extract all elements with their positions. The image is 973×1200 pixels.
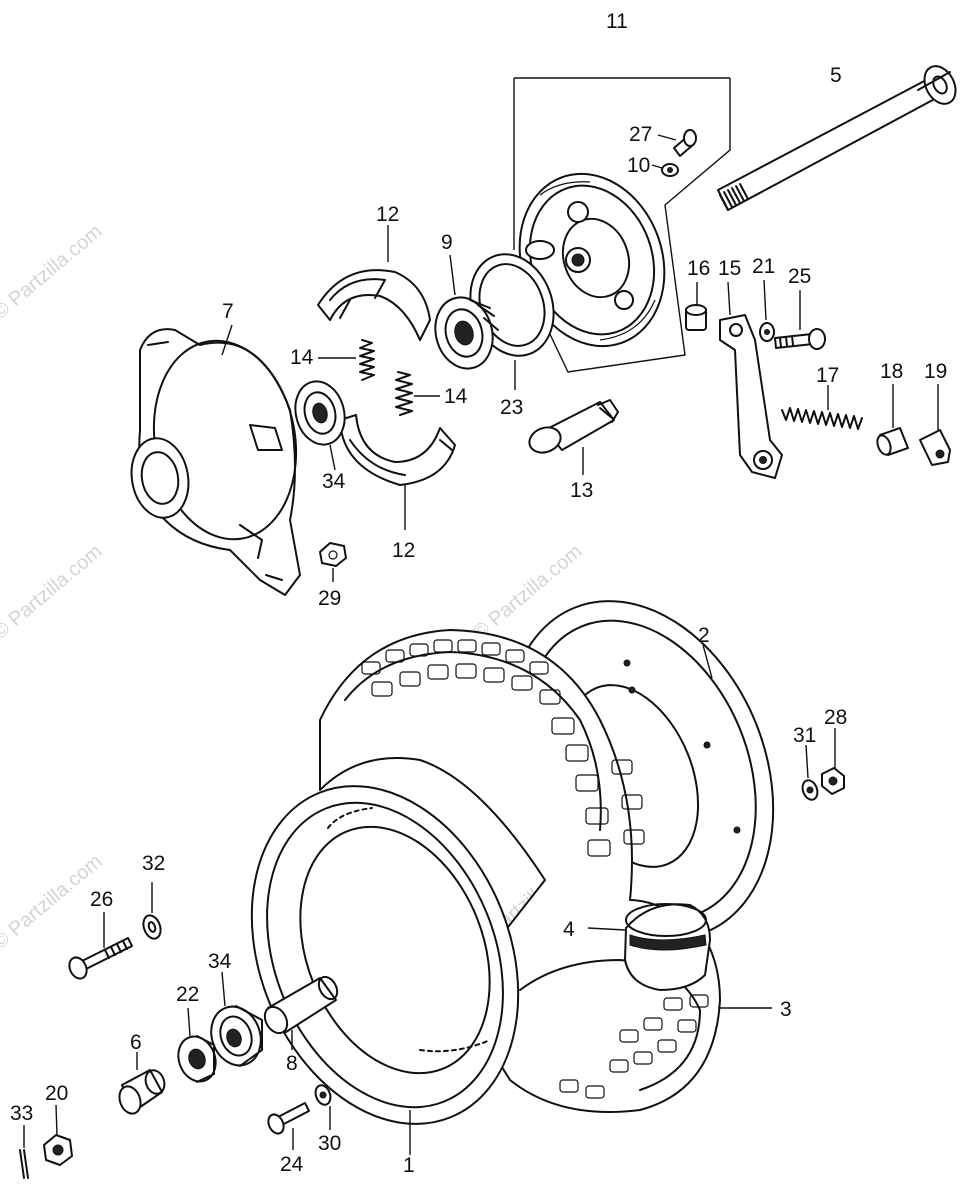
washer-10	[651, 163, 679, 177]
washer-21	[759, 279, 775, 342]
callout-12-upper: 12	[376, 203, 399, 226]
cotter-pin-33	[19, 1125, 29, 1179]
spring-17	[781, 385, 863, 430]
callout-23: 23	[500, 396, 523, 419]
brake-arm-15	[719, 281, 783, 479]
callout-10: 10	[627, 154, 650, 177]
bearing-34-lower	[210, 971, 263, 1067]
bolt-27	[657, 129, 697, 157]
callout-12-lower: 12	[392, 539, 415, 562]
callout-15: 15	[718, 257, 741, 280]
axle-part	[717, 65, 957, 211]
callout-16: 16	[687, 257, 710, 280]
callout-7: 7	[222, 300, 234, 323]
bolt-25	[774, 290, 826, 350]
nut-20	[43, 1104, 73, 1166]
nut-29	[319, 542, 347, 582]
callout-22: 22	[176, 983, 199, 1006]
bearing-34-upper	[294, 380, 346, 471]
bolt-24	[267, 1102, 310, 1150]
callout-32: 32	[142, 852, 165, 875]
watermark: © Partzilla.com	[0, 540, 106, 643]
washer-30	[314, 1084, 332, 1130]
callout-2: 2	[698, 624, 710, 647]
washer-31	[801, 744, 819, 801]
brake-shoe-upper	[317, 225, 431, 341]
tube-4	[587, 903, 711, 991]
tire-3	[319, 629, 772, 1113]
brake-shoe-lower	[339, 414, 456, 530]
bolt-26	[68, 912, 133, 980]
callout-34-upper: 34	[322, 470, 346, 493]
brake-panel-assembly	[513, 77, 731, 373]
callout-4: 4	[563, 918, 575, 941]
callout-26: 26	[90, 888, 113, 911]
callout-24: 24	[280, 1153, 304, 1176]
spring-14-upper	[318, 339, 375, 381]
callout-11: 11	[606, 10, 628, 33]
callout-25: 25	[788, 265, 811, 288]
callout-18: 18	[880, 360, 903, 383]
collar-6	[118, 1052, 166, 1115]
bearing-9	[434, 254, 499, 370]
callout-31: 31	[793, 724, 816, 747]
callout-13: 13	[570, 479, 593, 502]
joint-19	[919, 384, 951, 466]
callout-6: 6	[130, 1031, 142, 1054]
callout-numbers: 11 5 27 10 12 9 16 15 21 25 7 14 17 18 1…	[10, 10, 947, 1177]
callout-30: 30	[318, 1132, 341, 1155]
callout-17: 17	[816, 364, 839, 387]
callout-14-right: 14	[444, 385, 468, 408]
callout-3: 3	[780, 998, 792, 1021]
callout-14-left: 14	[290, 346, 314, 369]
watermark: © Partzilla.com	[0, 220, 106, 323]
brake-cam-13	[528, 399, 619, 475]
nut-28	[821, 728, 845, 795]
callout-29: 29	[318, 587, 341, 610]
collar-16	[685, 282, 707, 331]
washer-32	[142, 882, 162, 940]
callout-21: 21	[752, 255, 775, 278]
callout-8: 8	[286, 1052, 298, 1075]
callout-20: 20	[45, 1082, 68, 1105]
callout-34-lower: 34	[208, 950, 232, 973]
callout-5: 5	[830, 64, 842, 87]
hub-7	[130, 324, 301, 596]
callout-1: 1	[403, 1154, 415, 1177]
spring-14-lower	[395, 371, 440, 416]
spacer-8	[263, 975, 339, 1050]
rim-half-1	[250, 785, 520, 1155]
callout-9: 9	[441, 231, 453, 254]
pin-18	[876, 384, 909, 456]
callout-28: 28	[824, 706, 847, 729]
callout-19: 19	[924, 360, 947, 383]
callout-33: 33	[10, 1102, 33, 1125]
callout-27: 27	[629, 123, 652, 146]
seal-22	[177, 1007, 217, 1083]
